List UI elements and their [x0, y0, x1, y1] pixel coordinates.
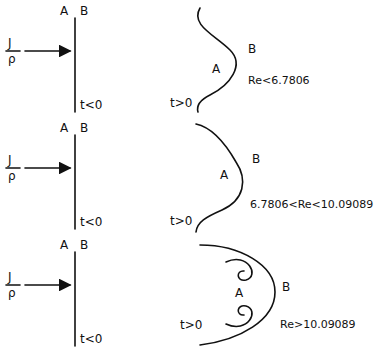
side-label: A: [60, 4, 68, 18]
side-label: A: [220, 168, 228, 182]
time-label: t>0: [170, 214, 192, 228]
impulse-label: ρ: [8, 286, 16, 300]
side-label: B: [80, 238, 88, 252]
side-label: B: [252, 152, 260, 166]
fraction-bar: [6, 284, 20, 286]
impulse-label: ρ: [8, 52, 16, 66]
impulse-label: J: [8, 153, 12, 167]
deformed-sheet: [198, 8, 237, 112]
deformed-sheet: [200, 245, 275, 345]
side-label: A: [212, 62, 220, 76]
time-label: t>0: [170, 96, 192, 110]
side-label: B: [80, 121, 88, 135]
impulse-label: ρ: [8, 169, 16, 183]
side-label: A: [60, 238, 68, 252]
fraction-bar: [6, 167, 20, 169]
impulse-arrow: [25, 284, 70, 286]
side-label: A: [235, 286, 243, 300]
sheet-line: [74, 18, 76, 112]
time-label: t<0: [80, 98, 102, 112]
impulse-arrow: [25, 50, 70, 52]
regime-label: Re<6.7806: [248, 74, 310, 88]
side-label: B: [282, 280, 290, 294]
regime-label: Re>10.09089: [280, 318, 356, 332]
rolled-up-spiral: [226, 306, 252, 327]
rolled-up-spiral: [226, 260, 252, 281]
time-label: t<0: [80, 332, 102, 346]
sheet-line: [74, 252, 76, 346]
side-label: A: [60, 121, 68, 135]
side-label: B: [248, 42, 256, 56]
impulse-label: J: [8, 270, 12, 284]
impulse-arrow: [25, 167, 70, 169]
fraction-bar: [6, 50, 20, 52]
deformed-sheet: [196, 124, 243, 232]
side-label: B: [80, 4, 88, 18]
sheet-line: [74, 135, 76, 229]
time-label: t>0: [180, 318, 202, 332]
impulse-label: J: [8, 36, 12, 50]
time-label: t<0: [80, 215, 102, 229]
regime-label: 6.7806<Re<10.09089: [250, 198, 373, 212]
